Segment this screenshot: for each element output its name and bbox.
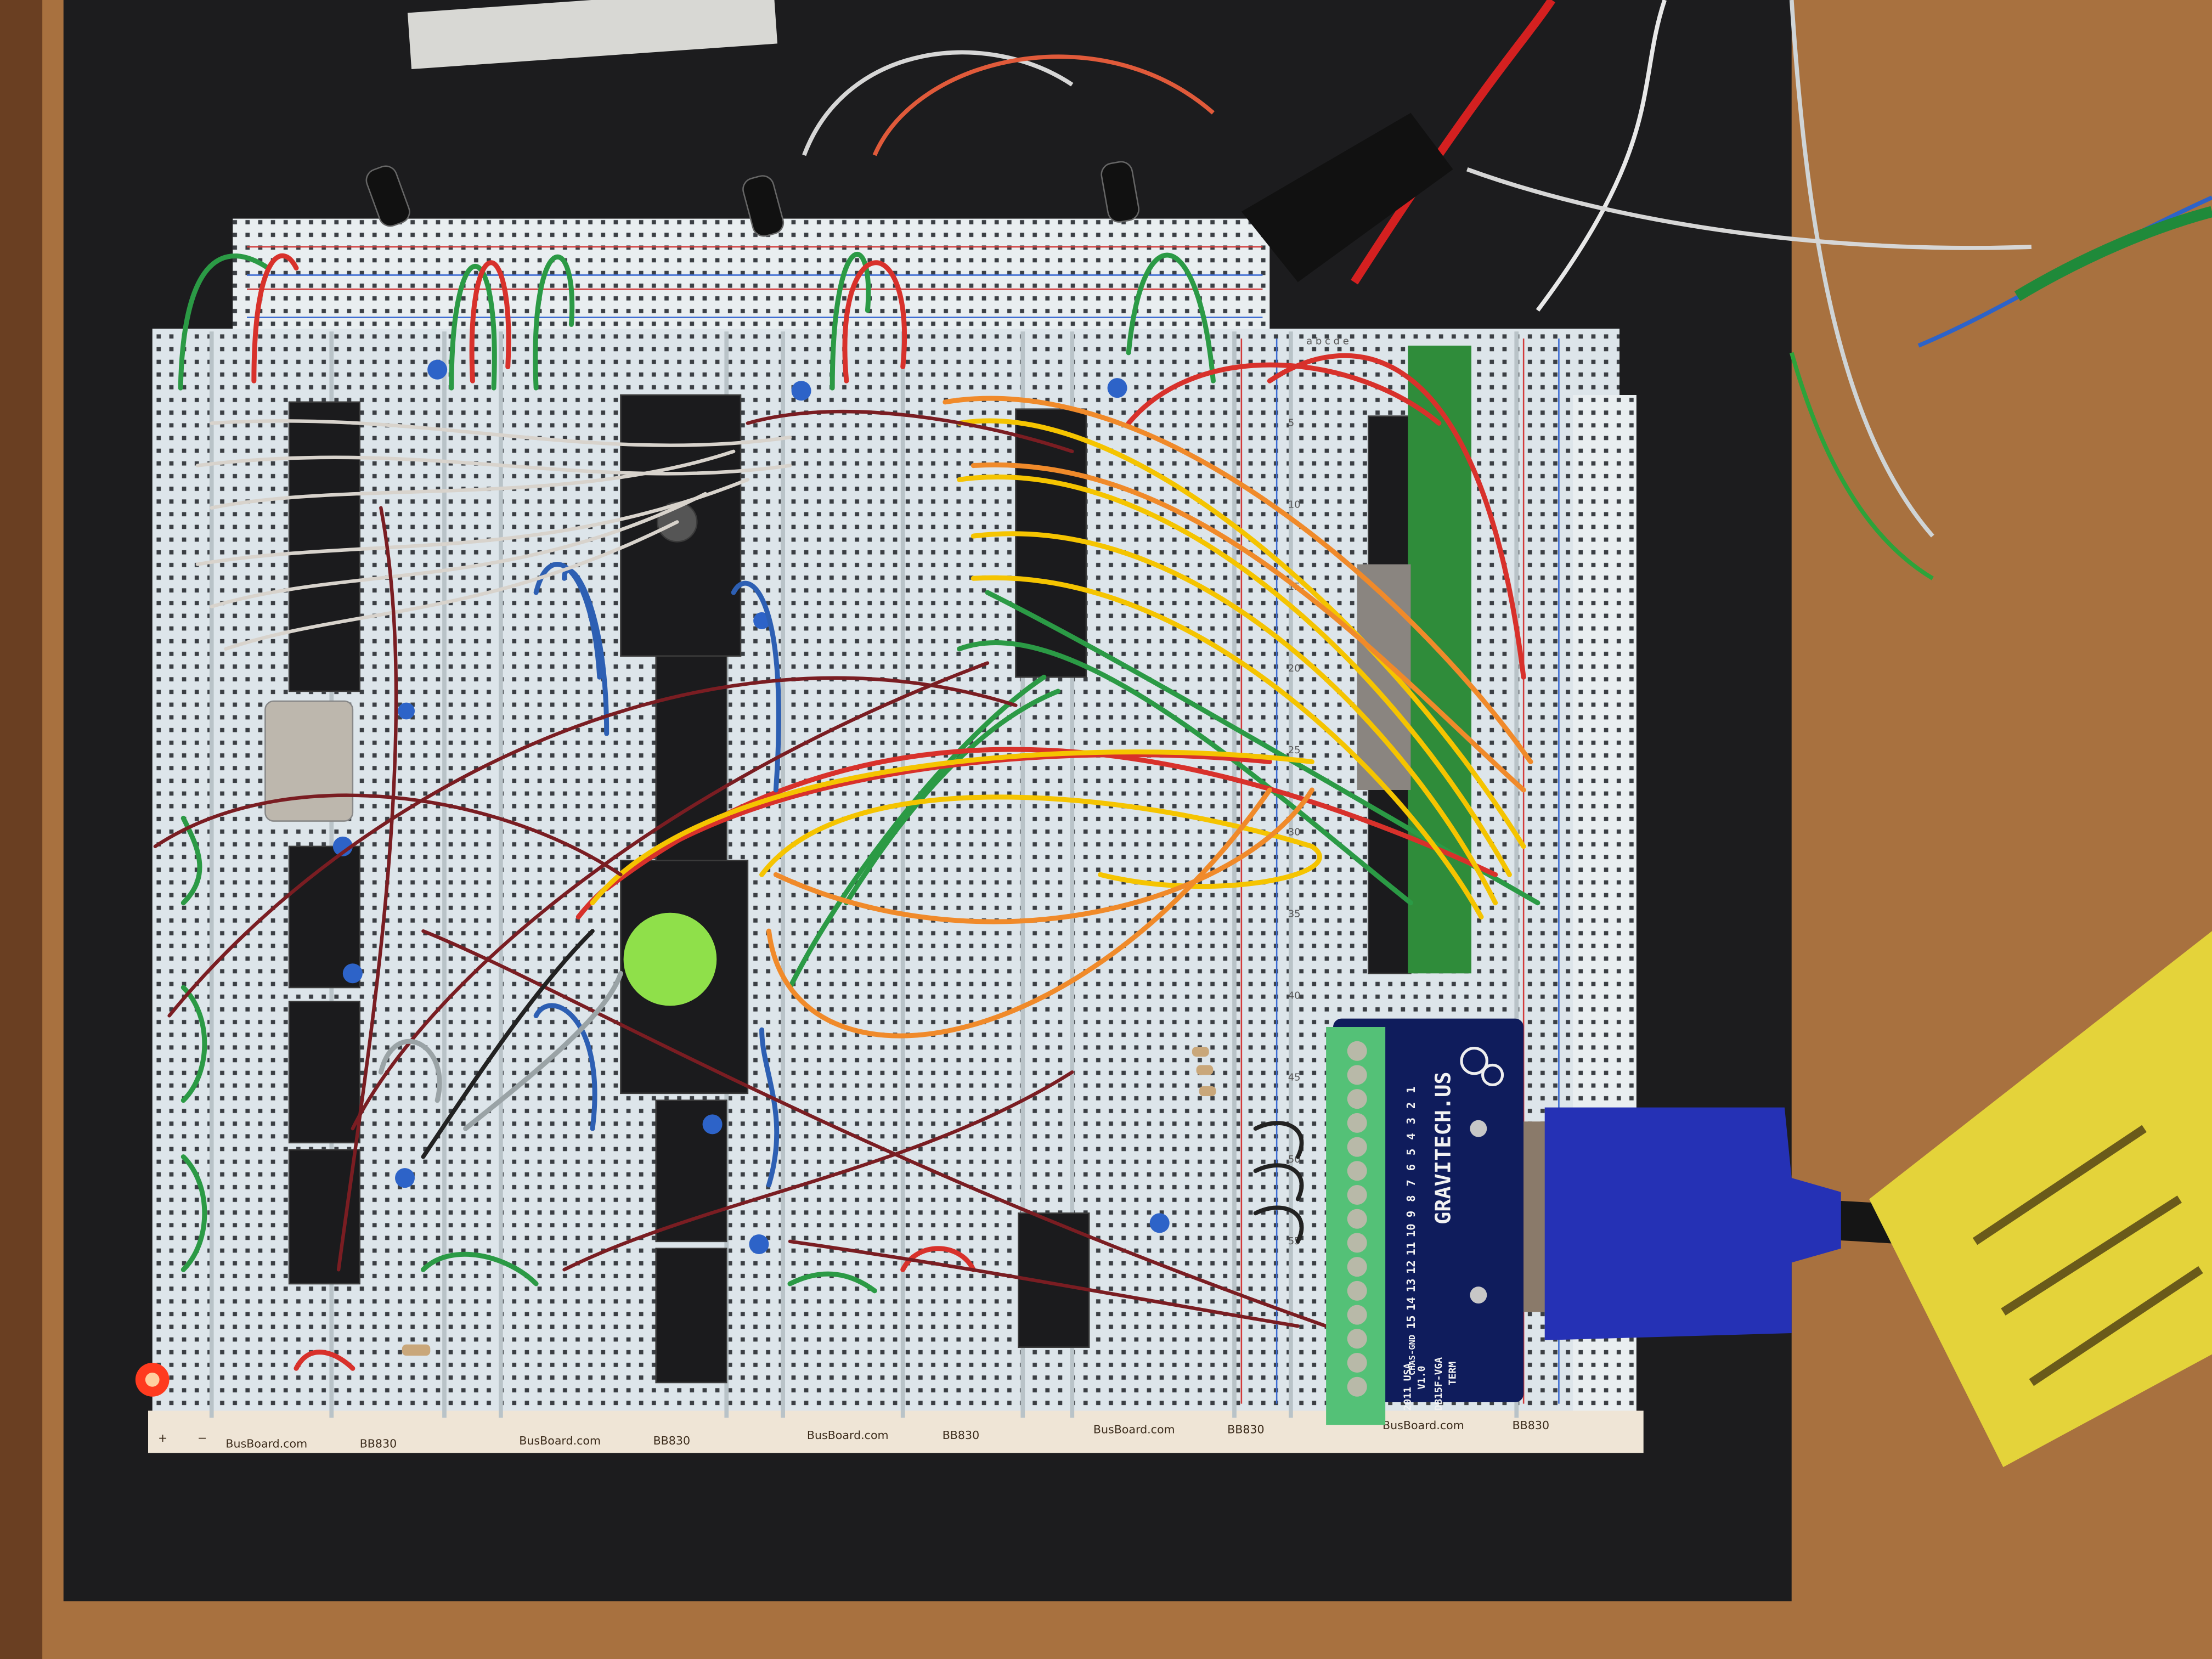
brand-label: BusBoard.com: [519, 1434, 601, 1447]
year-label: 2011 USA: [1402, 1363, 1413, 1411]
crystal-oscillator: [264, 700, 354, 822]
pin-label: 9: [1404, 1211, 1418, 1217]
gravitech-logo-icon: [1460, 1047, 1504, 1087]
paper-ruler-top: [407, 0, 778, 70]
pin-label: 5: [1404, 1149, 1418, 1155]
row-number: 10: [1288, 499, 1301, 511]
ic-chip: [288, 401, 360, 692]
proto-pcb-adapter: [1408, 346, 1471, 974]
version-label: V1.0: [1416, 1365, 1427, 1389]
model-label: BB830: [1513, 1419, 1549, 1432]
model-label: BB830: [1227, 1423, 1264, 1436]
pin-label: 1: [1404, 1086, 1418, 1093]
row-number: 40: [1288, 990, 1301, 1002]
chassis-ground-label: CHAS-GND: [1407, 1335, 1417, 1375]
column-letters: a b c d e: [1306, 335, 1349, 347]
electrolytic-capacitors: [365, 161, 1139, 237]
row-number: 20: [1288, 663, 1301, 674]
row-number: 35: [1288, 908, 1301, 919]
pin-label: 7: [1404, 1180, 1418, 1186]
ruler-marks: [1972, 1125, 2203, 1386]
term-label: TERM: [1447, 1362, 1459, 1386]
vga-connector-plug: [1544, 1107, 1841, 1340]
brand-label: BusBoard.com: [1383, 1419, 1464, 1432]
row-number: 5: [1288, 417, 1294, 429]
power-connector: [1241, 112, 1453, 283]
pin-label: 14: [1404, 1297, 1418, 1311]
rail-plus-label: +: [158, 1431, 167, 1444]
green-sticker: [623, 912, 717, 1006]
model-label: BB830: [943, 1429, 979, 1442]
pin-label: 6: [1404, 1164, 1418, 1171]
pin-label: 2: [1404, 1102, 1418, 1109]
rail-minus-label: −: [198, 1431, 207, 1444]
ceramic-capacitors: [332, 359, 1170, 1254]
pin-label: 12: [1404, 1260, 1418, 1274]
jumper-wires: [153, 252, 1541, 1371]
row-number: 30: [1288, 826, 1301, 838]
led-glow: [145, 1373, 160, 1387]
vga-thumbscrews: [1470, 1120, 1487, 1304]
model-label: BB830: [360, 1437, 397, 1450]
pin-label: 10: [1404, 1223, 1418, 1237]
brand-label: BusBoard.com: [807, 1429, 889, 1442]
pin-label: 4: [1404, 1133, 1418, 1139]
ic-chip: [655, 1248, 727, 1384]
model-label: DB15F-VGA: [1433, 1357, 1444, 1411]
ic-chip: [1018, 1212, 1090, 1348]
resistors: [402, 1047, 1216, 1356]
pin-label: 8: [1404, 1195, 1418, 1201]
loose-wires: [802, 0, 2212, 580]
row-number: 25: [1288, 744, 1301, 756]
table-edge: [0, 0, 43, 1659]
brand-label: BusBoard.com: [225, 1437, 307, 1450]
top-power-rail: [233, 218, 1270, 335]
ic-chip: [1015, 408, 1087, 678]
model-label: BB830: [653, 1434, 690, 1447]
pin-label: 13: [1404, 1279, 1418, 1293]
brand-label: BusBoard.com: [1093, 1423, 1175, 1436]
vga-board-brand: GRAVITECH.US: [1431, 1071, 1455, 1224]
pin-label: 11: [1404, 1242, 1418, 1256]
vga-breakout-board: GRAVITECH.US 1 2 3 4 5 6 7 8 9 10 11 12 …: [1326, 1018, 1524, 1425]
pin-label: 3: [1404, 1118, 1418, 1124]
ic-chip: [288, 1149, 360, 1285]
ic-chip: [288, 845, 360, 989]
ic-chip: [288, 1001, 360, 1144]
pin-label: 15: [1404, 1316, 1418, 1329]
row-number: 45: [1288, 1072, 1301, 1084]
vga-pin-labels: 1 2 3 4 5 6 7 8 9 10 11 12 13 14 15 CHAS…: [1404, 1086, 1418, 1375]
